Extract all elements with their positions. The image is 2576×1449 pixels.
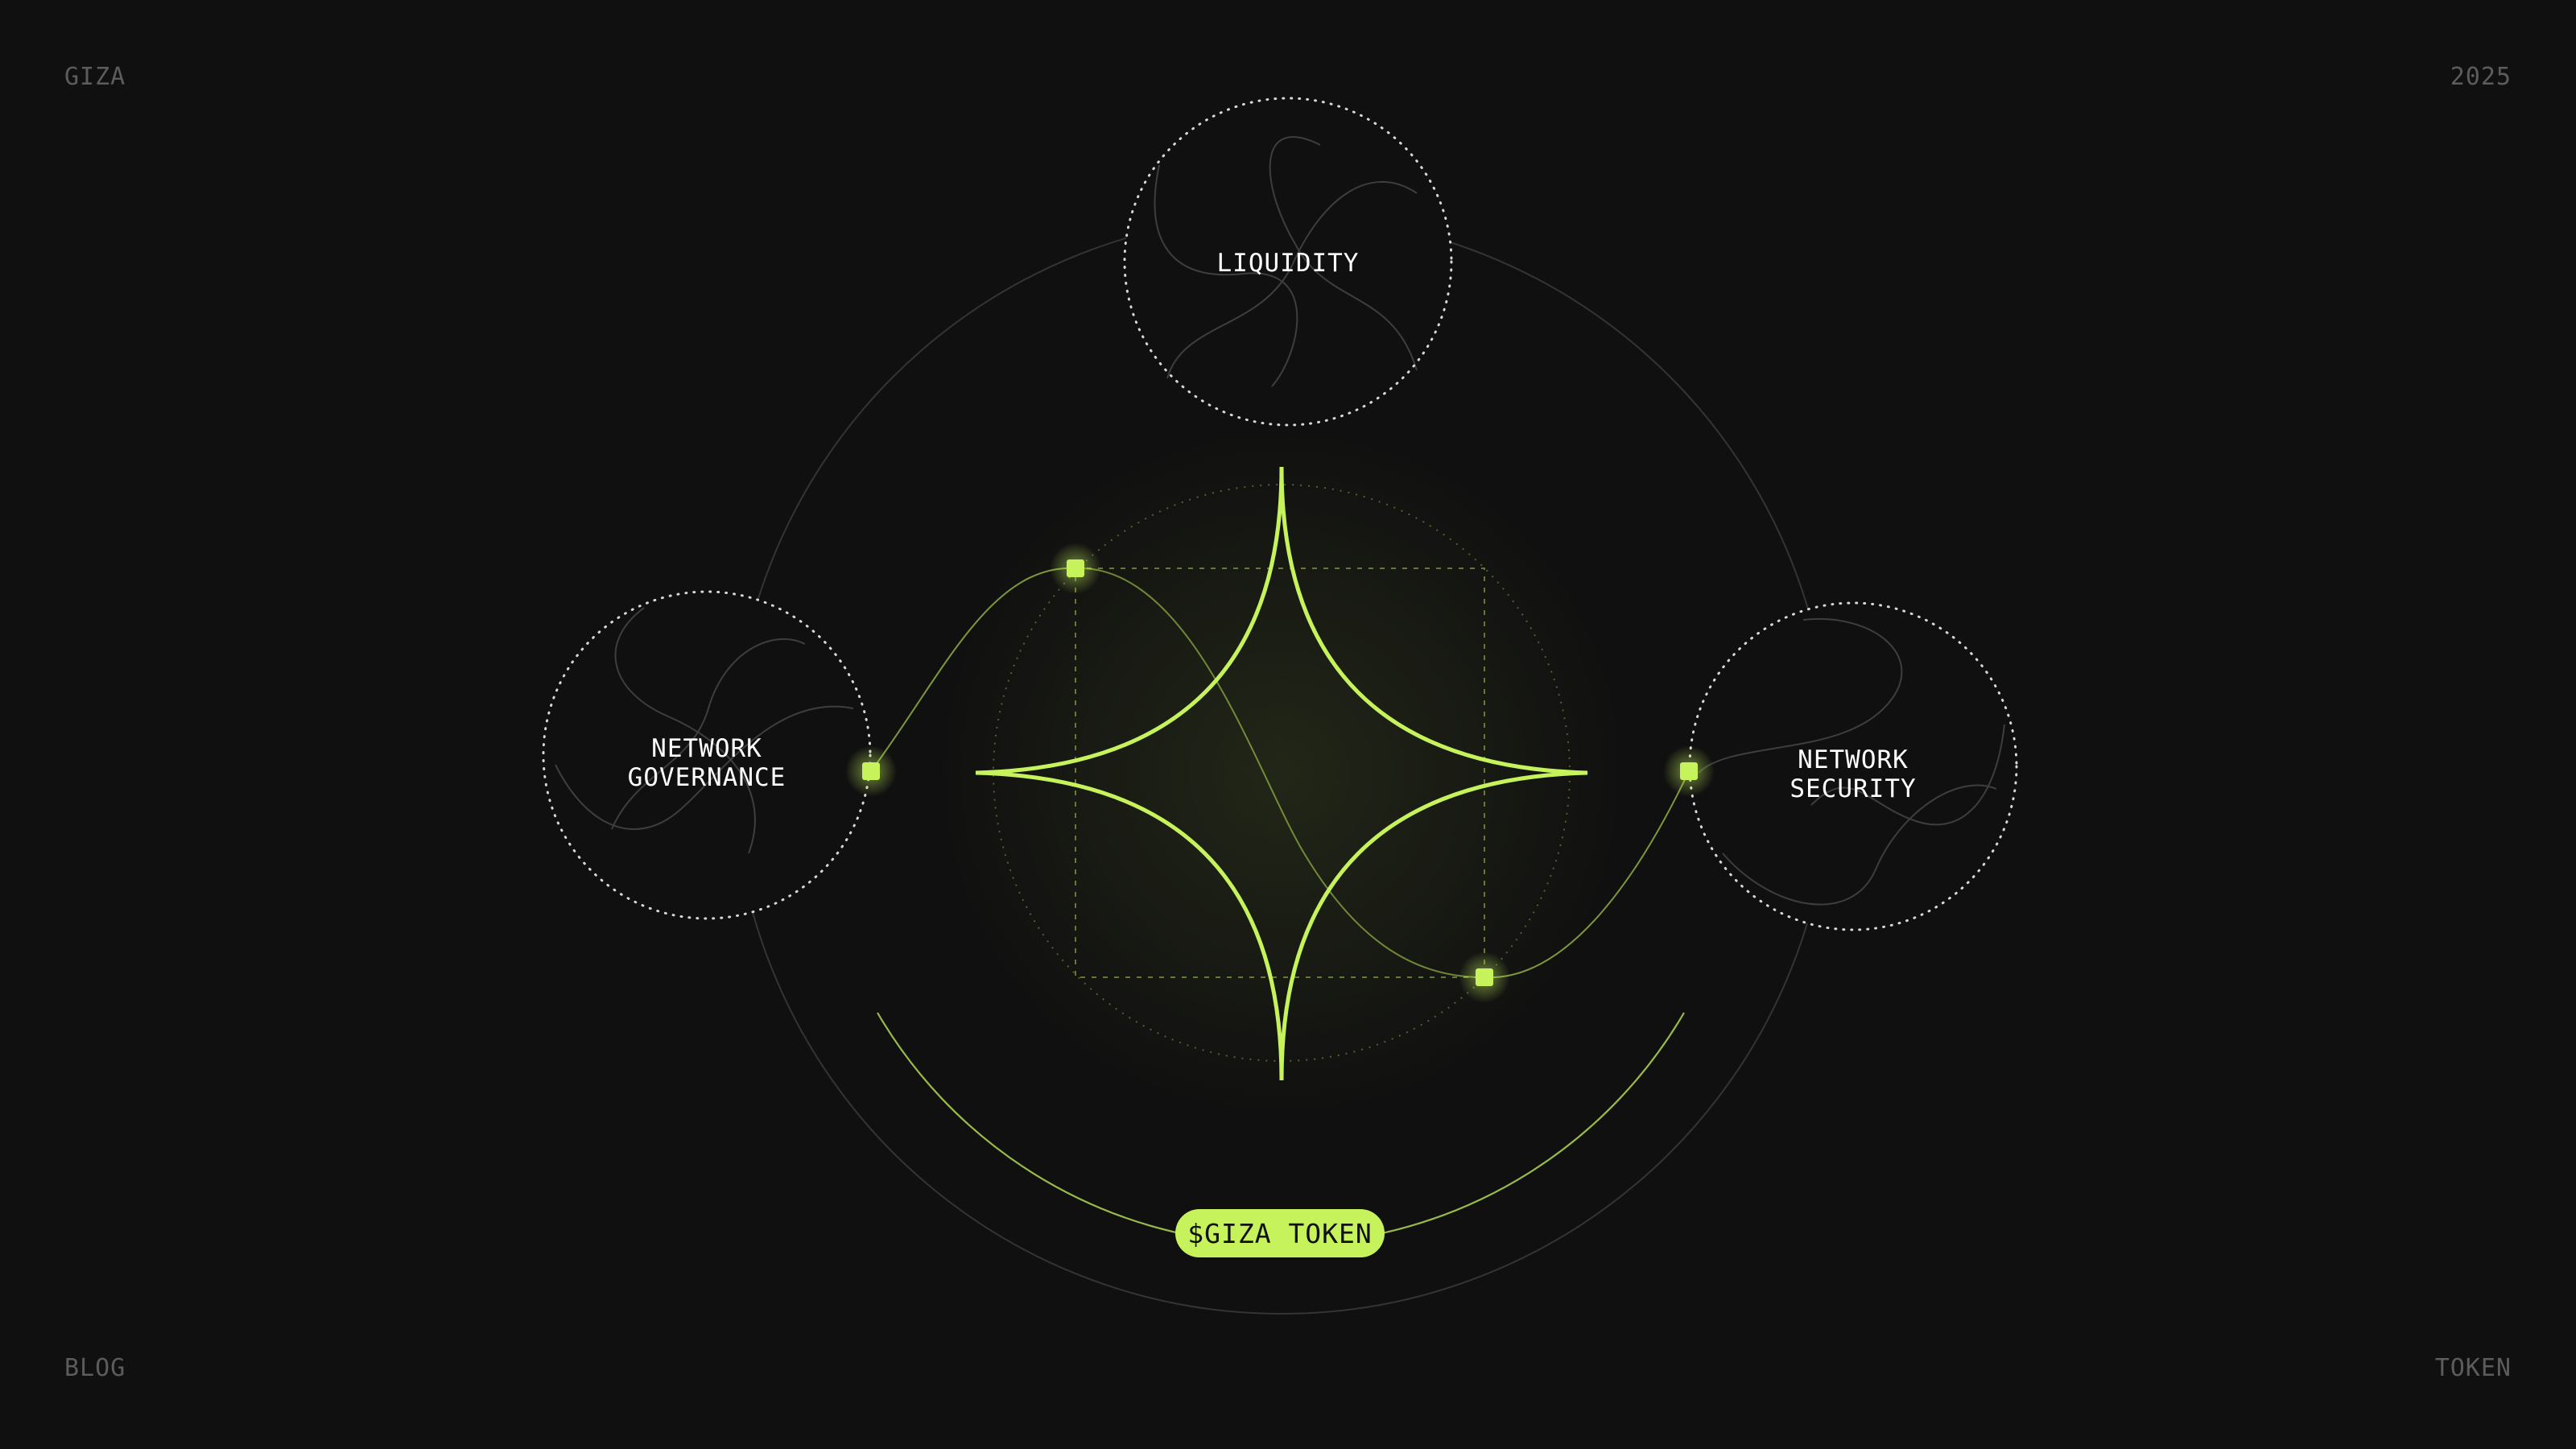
- governance-swirl-icon: [555, 607, 854, 854]
- liquidity-label: LIQUIDITY: [1217, 249, 1360, 278]
- four-point-star: [975, 466, 1588, 1081]
- node-network-security: NETWORK SECURITY: [1688, 601, 2018, 931]
- dashed-square-frame: [1075, 568, 1485, 978]
- star-glow: [935, 427, 1628, 1119]
- security-label-line2: SECURITY: [1790, 774, 1916, 803]
- giza-token-label: $GIZA TOKEN: [1187, 1218, 1373, 1249]
- security-label-line1: NETWORK: [1798, 745, 1909, 774]
- security-swirl-icon: [1698, 617, 2005, 906]
- corner-label-section: BLOG: [64, 1354, 126, 1382]
- giza-token-badge: $GIZA TOKEN: [1175, 1209, 1385, 1257]
- corner-label-brand: GIZA: [64, 63, 126, 91]
- governance-label-line1: NETWORK: [651, 734, 762, 763]
- dot-star-bottom: [1459, 952, 1510, 1003]
- dot-star-top: [1050, 543, 1101, 594]
- connector-governance-to-top: [870, 567, 1076, 772]
- corner-label-topic: TOKEN: [2434, 1354, 2512, 1382]
- node-network-governance: NETWORK GOVERNANCE: [542, 590, 872, 920]
- corner-label-year: 2025: [2450, 63, 2512, 91]
- node-liquidity: LIQUIDITY: [1123, 97, 1453, 427]
- dot-governance: [845, 745, 897, 797]
- connector-top-to-bottom: [1075, 567, 1485, 979]
- governance-label-line2: GOVERNANCE: [628, 763, 786, 792]
- connector-bottom-to-security: [1484, 770, 1690, 979]
- liquidity-swirl-icon: [1154, 136, 1418, 387]
- dot-security: [1663, 745, 1715, 797]
